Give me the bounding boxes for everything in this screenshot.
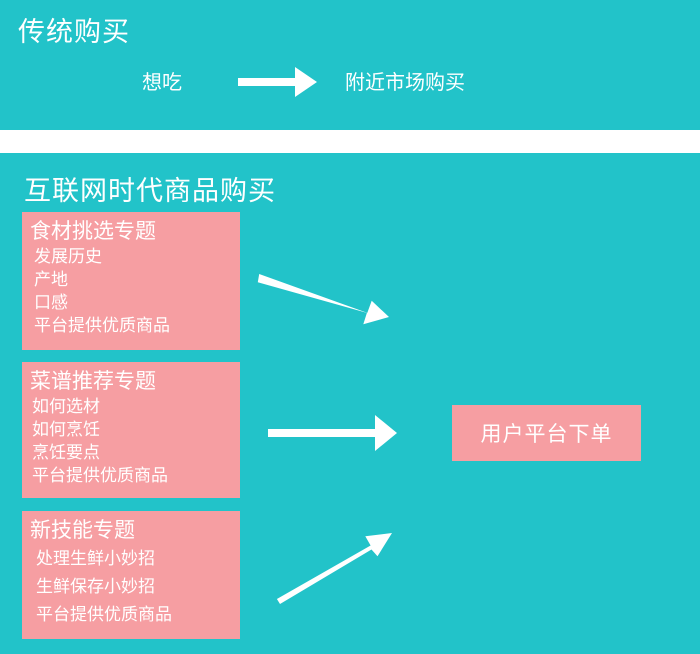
flow-arrows (257, 274, 397, 604)
topic-box-recipes: 菜谱推荐专题 如何选材 如何烹饪 烹饪要点 平台提供优质商品 (22, 362, 240, 498)
topic-item: 发展历史 (34, 247, 102, 267)
user-platform-order-box: 用户平台下单 (452, 405, 641, 461)
internet-purchase-panel: 互联网时代商品购买 食材挑选专题 发展历史 产地 口感 平台提供优质商品 菜谱推… (0, 153, 700, 654)
topic-item: 烹饪要点 (32, 443, 100, 463)
topic-title: 菜谱推荐专题 (30, 369, 156, 393)
nearby-market-label: 附近市场购买 (345, 70, 465, 94)
traditional-arrow (238, 67, 317, 97)
topic-title: 新技能专题 (30, 518, 135, 542)
topic-item: 如何烹饪 (32, 420, 100, 440)
right-arrow-icon (268, 415, 397, 451)
topic-item: 产地 (34, 270, 68, 290)
diagonal-up-arrow-icon (276, 533, 392, 604)
topic-title: 食材挑选专题 (30, 219, 156, 243)
topic-item: 平台提供优质商品 (36, 605, 172, 625)
right-arrow-icon (238, 67, 317, 97)
topic-item: 平台提供优质商品 (34, 316, 170, 336)
topic-item: 平台提供优质商品 (32, 466, 168, 486)
topic-item: 口感 (34, 293, 68, 313)
traditional-purchase-title: 传统购买 (18, 17, 130, 48)
want-to-eat-label: 想吃 (142, 70, 182, 94)
topic-item: 如何选材 (32, 397, 100, 417)
traditional-purchase-panel: 传统购买 想吃 附近市场购买 (0, 0, 700, 130)
topic-box-new-skills: 新技能专题 处理生鲜小妙招 生鲜保存小妙招 平台提供优质商品 (22, 511, 240, 639)
topic-box-ingredients: 食材挑选专题 发展历史 产地 口感 平台提供优质商品 (22, 212, 240, 350)
topic-item: 生鲜保存小妙招 (36, 577, 155, 597)
diagonal-down-arrow-icon (257, 274, 389, 325)
topic-item: 处理生鲜小妙招 (36, 549, 155, 569)
internet-purchase-title: 互联网时代商品购买 (24, 176, 276, 207)
